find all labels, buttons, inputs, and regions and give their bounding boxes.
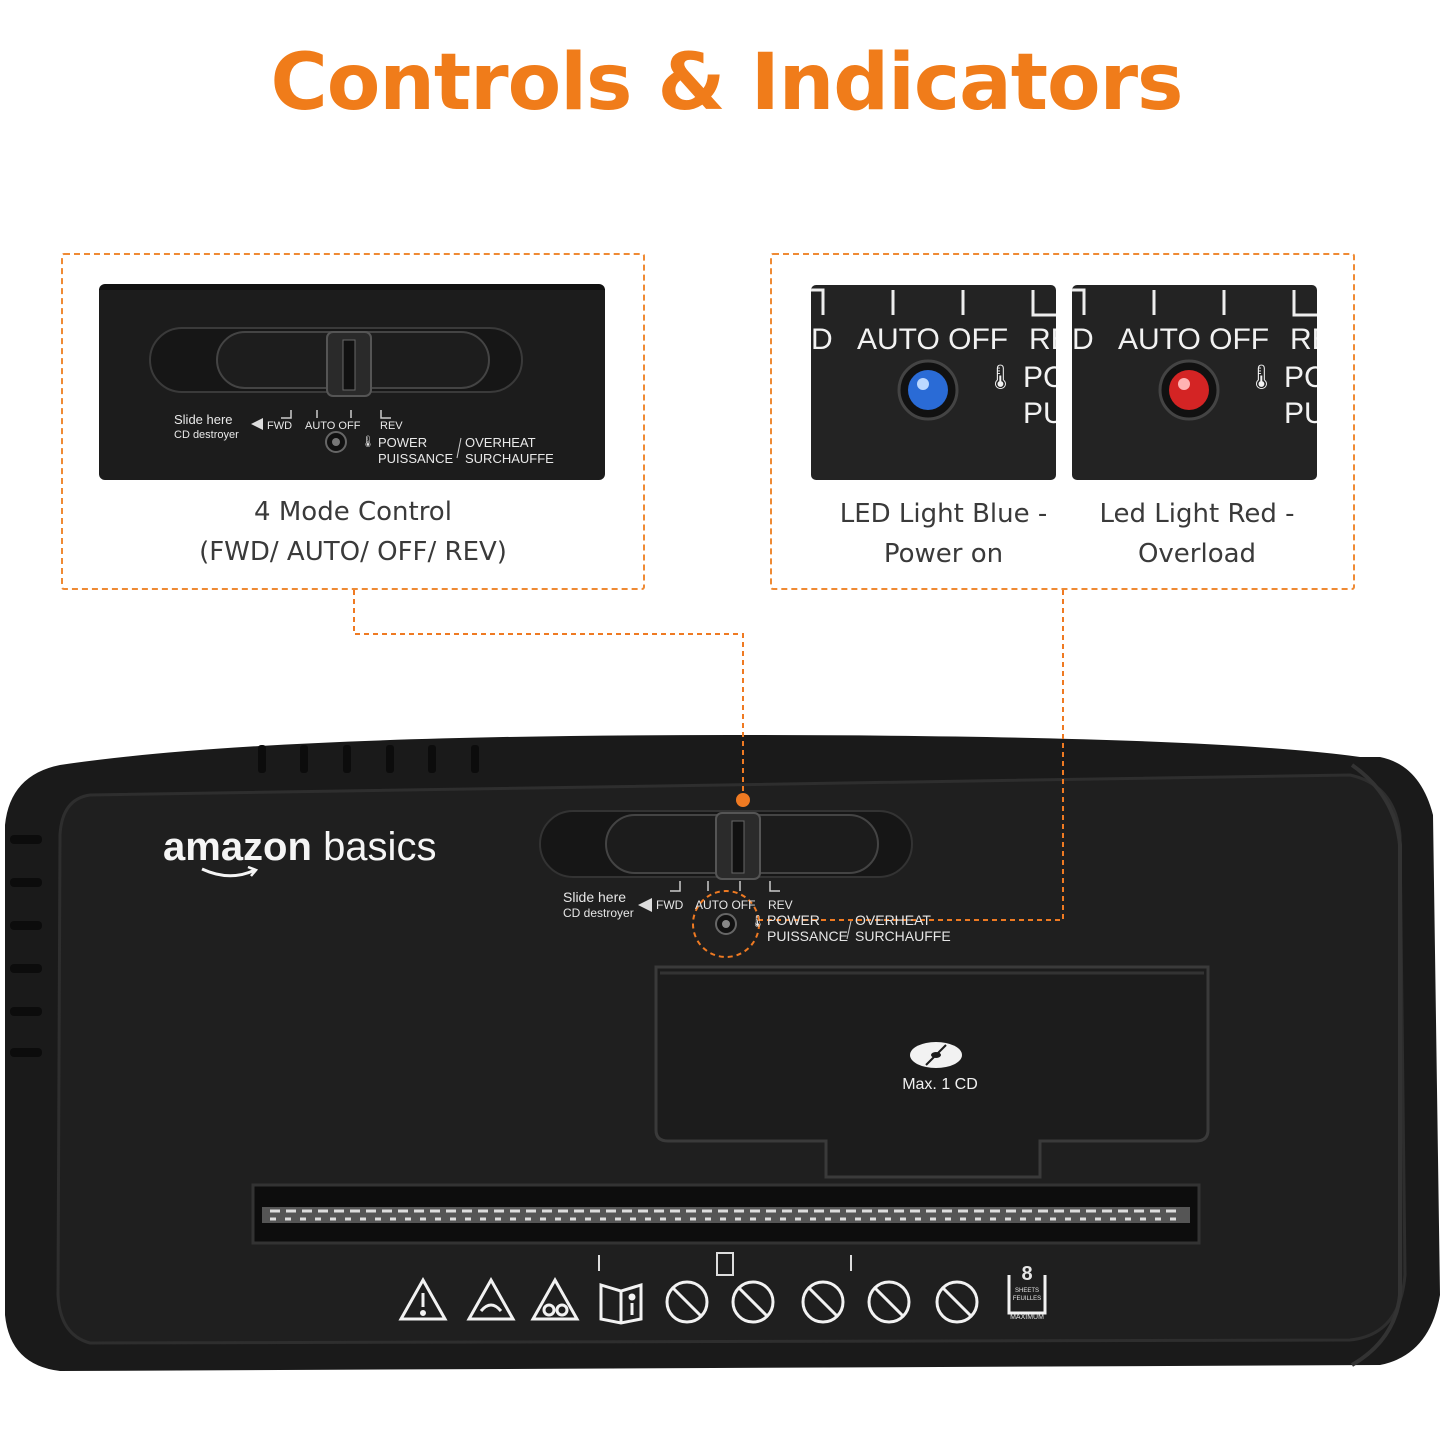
- led-red-zoom-panel: D AUTO OFF RE 🌡 PC PU: [1072, 285, 1317, 480]
- mode-control-callout: [61, 253, 645, 590]
- power-label: POWER: [378, 435, 428, 450]
- led-blue-caption-line2: Power on: [883, 539, 1004, 569]
- cd-capacity-label: Max. 1 CD: [902, 1076, 978, 1093]
- overheat-label: OVERHEAT: [465, 435, 536, 450]
- thermometer-icon: 🌡: [1246, 364, 1277, 391]
- led-blue-zoom-panel: D AUTO OFF RE 🌡 PC PU: [811, 285, 1056, 480]
- smile-arrow-icon: [201, 866, 259, 878]
- thermometer-icon: 🌡: [361, 436, 375, 448]
- device-surchauffe-label: SURCHAUFFE: [855, 928, 951, 944]
- side-vents: [10, 835, 42, 1057]
- device-slide-here-label: Slide here: [563, 889, 627, 905]
- sheets-capacity-icon: [1007, 1275, 1047, 1315]
- surchauffe-label: SURCHAUFFE: [465, 451, 554, 466]
- page-title: Controls & Indicators: [270, 38, 1184, 128]
- no-hair-icon: [867, 1280, 911, 1324]
- no-children-icon: [801, 1280, 845, 1324]
- brand-logo: amazon basics: [163, 825, 436, 870]
- thermometer-icon: 🌡: [750, 914, 766, 928]
- auto-off-label: AUTO OFF: [305, 420, 361, 432]
- sheets-text: SHEETS: [1014, 1288, 1039, 1294]
- device-power-label: POWER: [767, 912, 820, 928]
- led-blue-rev-fragment: RE: [1029, 323, 1056, 356]
- led-blue-caption-line1: LED Light Blue -: [839, 499, 1048, 529]
- led-blue-puissance-fragment: PU: [1023, 397, 1056, 430]
- led-red-auto-off-label: AUTO OFF: [1118, 323, 1270, 356]
- mode-control-caption-line2: (FWD/ AUTO/ OFF/ REV): [199, 537, 507, 567]
- no-aerosol-icon: [935, 1280, 979, 1324]
- top-vents: [258, 745, 479, 773]
- hand-hazard-icon: [466, 1276, 516, 1321]
- cd-destroyer-label: CD destroyer: [174, 429, 239, 441]
- mode-switch-zoom-panel: Slide here CD destroyer FWD AUTO OFF REV…: [99, 284, 605, 480]
- puissance-label: PUISSANCE: [378, 451, 454, 466]
- fwd-label: FWD: [267, 420, 293, 432]
- slider-track-graphic: [149, 327, 523, 459]
- led-indicator-callout: [770, 253, 1355, 590]
- led-red-caption-line1: Led Light Red -: [1099, 499, 1295, 529]
- led-red-puissance-fragment: PU: [1284, 397, 1317, 430]
- led-red-power-fragment: PC: [1284, 361, 1317, 394]
- brand-bold: amazon: [163, 825, 312, 869]
- led-red-rev-fragment: RE: [1290, 323, 1317, 356]
- slide-here-label: Slide here: [174, 412, 233, 427]
- mode-control-caption-line1: 4 Mode Control: [254, 497, 452, 527]
- led-blue-auto-off-label: AUTO OFF: [857, 323, 1009, 356]
- device-auto-off-label: AUTO OFF: [695, 898, 756, 912]
- led-blue-panel-graphic: [811, 288, 1056, 421]
- led-red-panel-graphic: [1072, 288, 1317, 421]
- no-hands-icon: [665, 1280, 709, 1324]
- sheets-number: 8: [1021, 1263, 1033, 1285]
- gear-hazard-icon: [530, 1276, 580, 1321]
- led-red-caption-line2: Overload: [1137, 539, 1257, 569]
- read-manual-icon: [599, 1282, 643, 1325]
- device-rev-label: REV: [768, 898, 793, 912]
- safety-icons-row: [398, 1275, 1047, 1325]
- device-overheat-label: OVERHEAT: [855, 912, 931, 928]
- thermometer-icon: 🌡: [985, 364, 1016, 391]
- device-cd-destroyer-label: CD destroyer: [563, 906, 634, 920]
- led-red-fwd-fragment: D: [1072, 323, 1094, 356]
- warning-icon: [398, 1276, 448, 1321]
- no-tie-icon: [731, 1280, 775, 1324]
- maximum-text: MAXIMUM: [1010, 1314, 1044, 1321]
- brand-light: basics: [323, 825, 437, 869]
- shredder-device: [5, 735, 1440, 1371]
- device-puissance-label: PUISSANCE: [767, 928, 848, 944]
- led-blue-fwd-fragment: D: [811, 323, 833, 356]
- feuilles-text: FEUILLES: [1012, 1296, 1042, 1302]
- device-fwd-label: FWD: [656, 898, 684, 912]
- led-blue-power-fragment: PC: [1023, 361, 1056, 394]
- rev-label: REV: [380, 420, 403, 432]
